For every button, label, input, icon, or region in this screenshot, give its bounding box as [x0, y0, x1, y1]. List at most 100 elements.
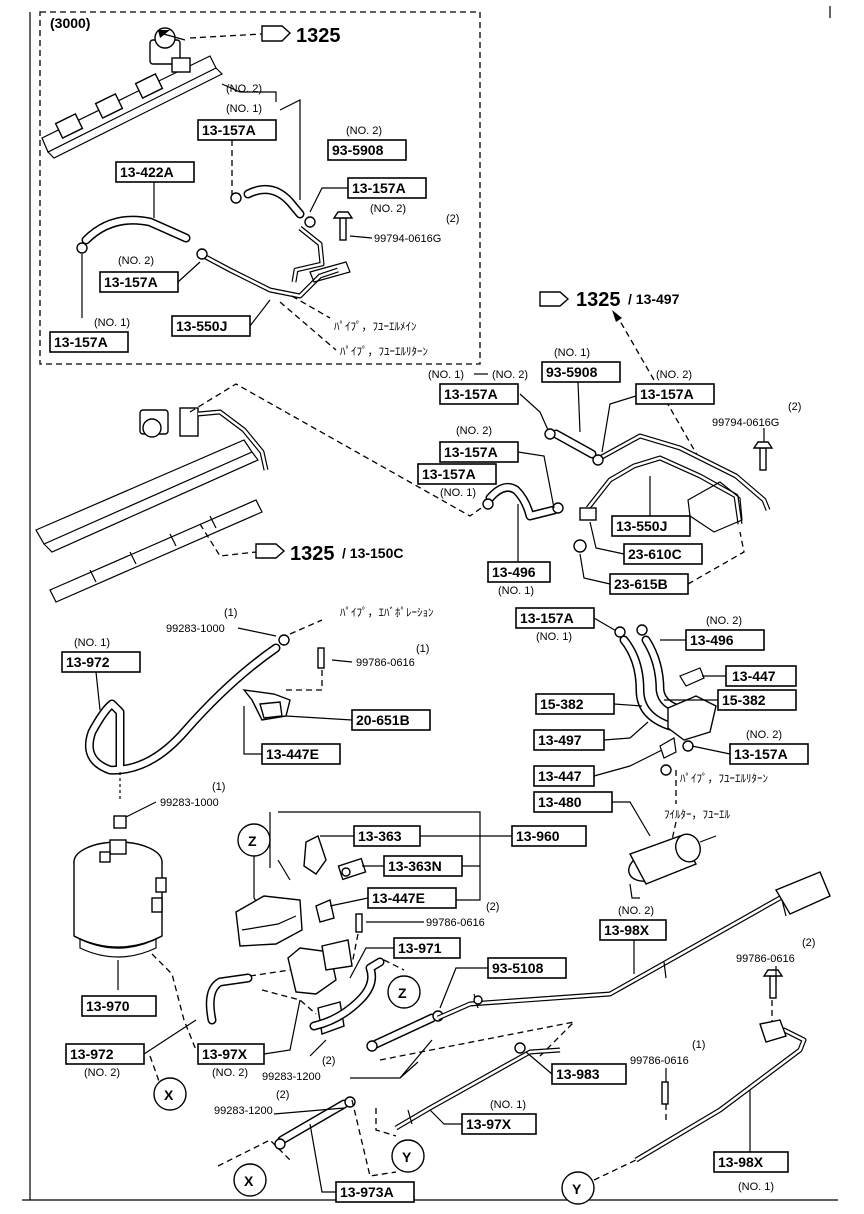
clamp-99283-d: 99283-1200 [214, 1105, 273, 1117]
part-20-651B[interactable]: 20-651B [351, 709, 431, 731]
inset-leader-return [279, 301, 337, 351]
note-no1-i: (NO. 1) [490, 1099, 526, 1111]
bolt-99794-b: 99794-0616G [712, 417, 779, 429]
leader-13-157A-e [519, 393, 549, 431]
ref-1325-13-150C[interactable]: 1325 / 13-150C [255, 543, 403, 565]
circle-ref-z2[interactable]: Z [387, 975, 421, 1009]
svg-text:13-550J: 13-550J [176, 318, 227, 334]
part-13-496-a[interactable]: 13-496 [487, 561, 551, 583]
svg-text:13-447: 13-447 [732, 668, 776, 684]
part-13-97X-b[interactable]: 13-97X [461, 1113, 537, 1135]
part-13-983[interactable]: 13-983 [551, 1063, 627, 1085]
part-13-98X-b[interactable]: 13-98X [713, 1151, 789, 1173]
part-13-447E-a[interactable]: 13-447E [261, 743, 341, 765]
svg-text:13-157A: 13-157A [104, 274, 158, 290]
svg-text:13-983: 13-983 [556, 1066, 600, 1082]
leader-13-157A-b [309, 187, 348, 213]
svg-text:13-157A: 13-157A [640, 386, 694, 402]
return-hoses [614, 624, 717, 776]
part-13-970[interactable]: 13-970 [81, 995, 157, 1017]
note-no1-h: (NO. 1) [536, 631, 572, 643]
circle-ref-y2[interactable]: Y [561, 1171, 595, 1205]
hand-pointer-icon [539, 291, 570, 307]
part-13-157A-g[interactable]: 13-157A [439, 441, 519, 463]
part-13-363N[interactable]: 13-363N [383, 855, 463, 877]
clamp-99283-a: 99283-1000 [166, 623, 225, 635]
part-13-960[interactable]: 13-960 [511, 825, 587, 847]
leader-13-480 [612, 801, 651, 837]
part-13-157A-d[interactable]: 13-157A [49, 331, 129, 353]
canister-hose-dash [249, 969, 291, 977]
part-13-972-b[interactable]: 13-972 [65, 1043, 145, 1065]
part-13-497[interactable]: 13-497 [533, 729, 605, 751]
part-13-480[interactable]: 13-480 [533, 791, 613, 813]
bolt-99794-a: 99794-0616G [374, 233, 441, 245]
leader-13-447-b [593, 749, 663, 777]
part-13-157A-a[interactable]: 13-157A [197, 119, 277, 141]
part-13-971[interactable]: 13-971 [393, 937, 461, 959]
circle-ref-x1[interactable]: X [153, 1077, 187, 1111]
part-13-157A-h[interactable]: 13-157A [417, 463, 497, 485]
leader-13-97X-a [263, 999, 301, 1055]
part-13-98X-a[interactable]: 13-98X [599, 919, 667, 941]
note-2-f: (2) [276, 1089, 289, 1101]
bracket-leader-13-960 [278, 811, 481, 901]
part-13-157A-e[interactable]: 13-157A [439, 383, 519, 405]
leader-13-972-b [143, 1019, 197, 1055]
note-1-c: (1) [212, 781, 225, 793]
ref-1325-top[interactable]: 1325 [261, 25, 341, 47]
part-13-97X-a[interactable]: 13-97X [197, 1043, 265, 1065]
svg-text:13-960: 13-960 [516, 828, 560, 844]
part-13-496-b[interactable]: 13-496 [685, 629, 765, 651]
svg-text:93-5108: 93-5108 [492, 960, 544, 976]
part-13-973A[interactable]: 13-973A [335, 1181, 415, 1203]
svg-text:Y: Y [572, 1181, 582, 1197]
part-93-5908-a[interactable]: 93-5908 [327, 139, 407, 161]
part-13-972-a[interactable]: 13-972 [61, 651, 141, 673]
canister-clamp [113, 815, 127, 829]
part-23-610C[interactable]: 23-610C [623, 543, 703, 565]
inset-no-bracket [221, 83, 277, 102]
leader-20-651B [285, 715, 353, 721]
circle-ref-x2[interactable]: X [233, 1163, 267, 1197]
part-13-157A-c[interactable]: 13-157A [99, 271, 179, 293]
leader-13-97X-b [429, 1109, 462, 1125]
leader-clamp-c [309, 1039, 327, 1057]
circle-ref-z1[interactable]: Z [237, 823, 271, 857]
part-13-157A-f[interactable]: 13-157A [635, 383, 715, 405]
part-93-5908-b[interactable]: 93-5908 [541, 361, 621, 383]
part-13-550J-b[interactable]: 13-550J [611, 515, 691, 537]
part-13-447-b[interactable]: 13-447 [533, 765, 595, 787]
ref-1325-13-497[interactable]: 1325 / 13-497 [539, 289, 680, 311]
part-13-157A-i[interactable]: 13-157A [515, 607, 595, 629]
note-2-d2: (2) [802, 937, 815, 949]
part-23-615B[interactable]: 23-615B [609, 573, 689, 595]
part-13-550J-a[interactable]: 13-550J [171, 315, 251, 337]
part-93-5108[interactable]: 93-5108 [487, 957, 567, 979]
note-2-c: (2) [486, 901, 499, 913]
part-13-363[interactable]: 13-363 [353, 825, 421, 847]
part-13-447-a[interactable]: 13-447 [725, 665, 797, 687]
inset-leader-main [291, 295, 331, 319]
ref-arrow-head [612, 310, 622, 322]
leader-13-972-a [95, 671, 101, 711]
circle-ref-y1[interactable]: Y [391, 1139, 425, 1173]
clamp-c-leaders [350, 1039, 433, 1079]
note-no2-a: (NO. 2) [226, 83, 262, 95]
note-no2-g: (NO. 2) [456, 425, 492, 437]
svg-text:15-382: 15-382 [722, 692, 766, 708]
note-no2-e: (NO. 2) [492, 369, 528, 381]
note-2-d: (2) [322, 1055, 335, 1067]
part-13-422A[interactable]: 13-422A [115, 161, 195, 183]
part-13-157A-b[interactable]: 13-157A [347, 177, 427, 199]
y1-link-dash [379, 1020, 576, 1061]
part-13-157A-j[interactable]: 13-157A [729, 743, 809, 765]
note-no2-j: (NO. 2) [84, 1067, 120, 1079]
svg-text:13-157A: 13-157A [352, 180, 406, 196]
detail-dash-link [687, 531, 745, 585]
part-15-382-a[interactable]: 15-382 [535, 693, 615, 715]
part-15-382-b[interactable]: 15-382 [717, 689, 797, 711]
svg-text:13-157A: 13-157A [202, 122, 256, 138]
part-13-447E-b[interactable]: 13-447E [367, 887, 457, 909]
